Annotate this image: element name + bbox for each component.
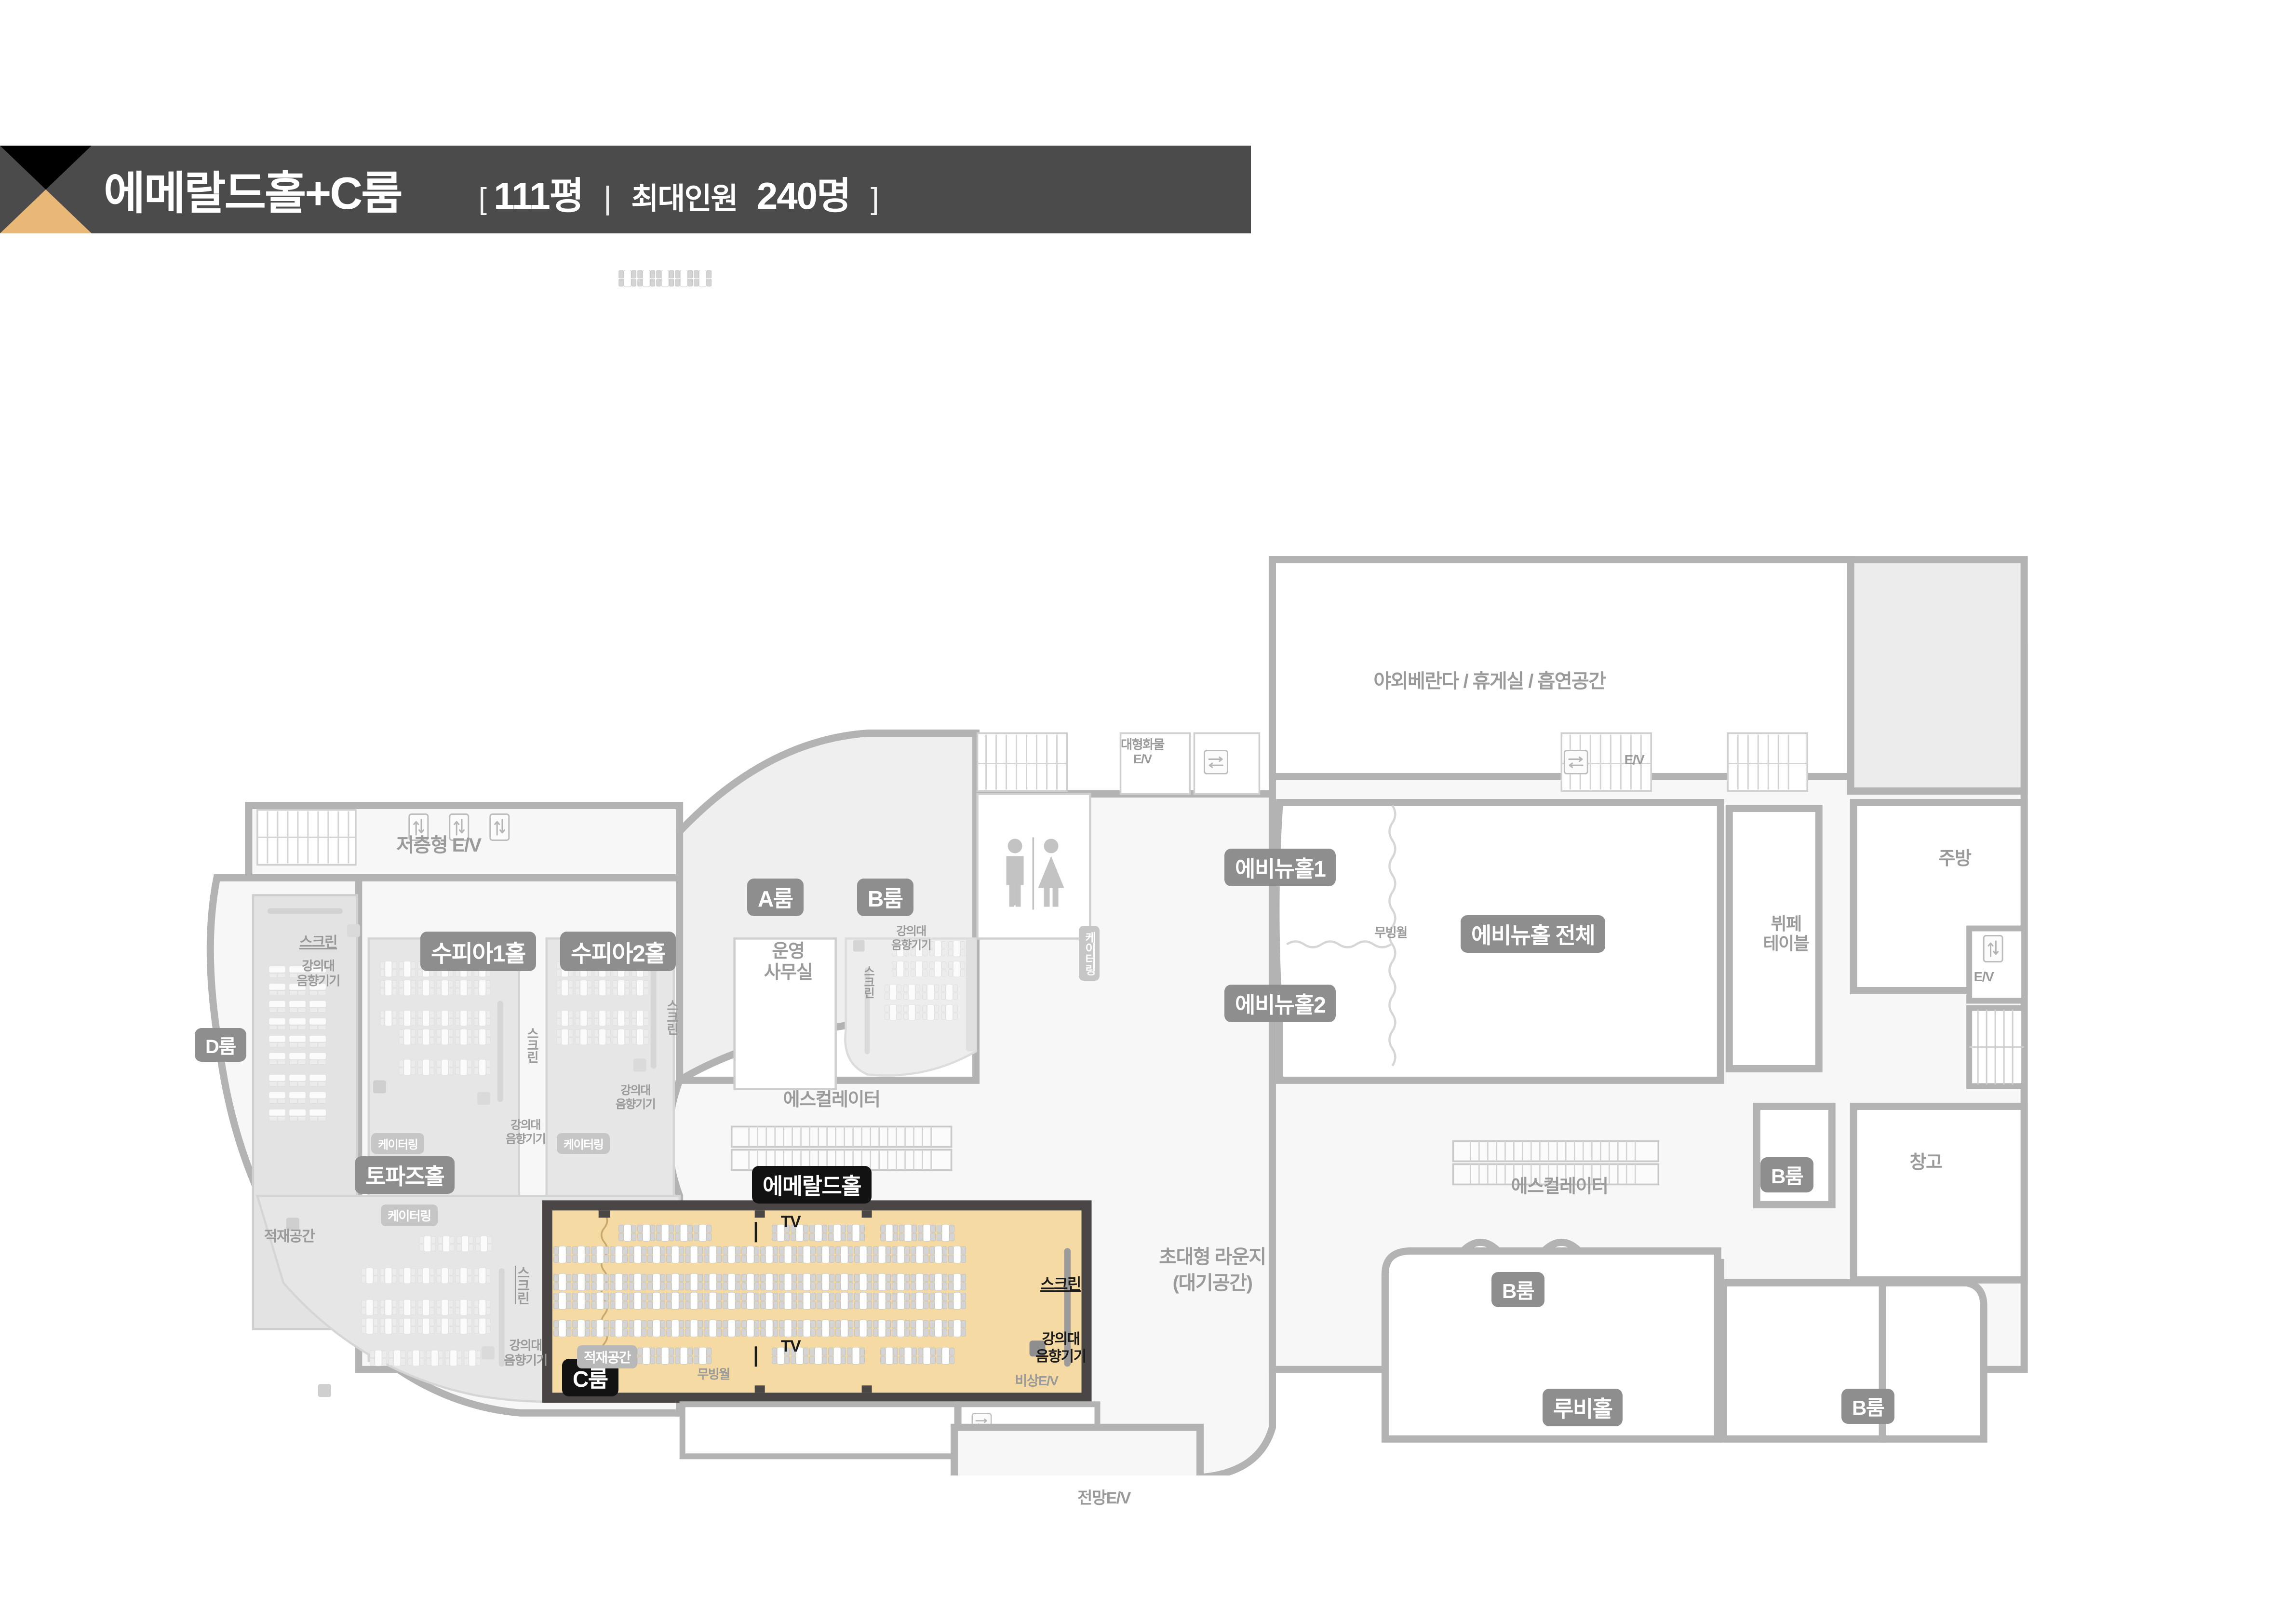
sidebar-item-sophia1[interactable]: 수피아1홀 <box>420 932 536 971</box>
sidebar-item-avenue1[interactable]: 에비뉴홀1 <box>1224 849 1336 886</box>
sidebar-item-avenue-all[interactable]: 에비뉴홀 전체 <box>1461 915 1606 953</box>
sidebar-item-d-room[interactable]: D룸 <box>195 1028 246 1062</box>
sidebar-item-sophia2[interactable]: 수피아2홀 <box>560 932 676 971</box>
capacity-label: 최대인원 <box>631 182 738 216</box>
label-office: 운영 사무실 <box>764 941 813 983</box>
label-escalator-left: 에스컬레이터 <box>783 1090 881 1110</box>
area-value: 111평 <box>494 175 584 217</box>
label-load-topaz: 적재공간 <box>264 1229 315 1245</box>
hourglass-logo-icon <box>0 146 92 233</box>
sidebar-item-b-room-low[interactable]: B룸 <box>1491 1272 1544 1307</box>
label-load-space-emerald: 적재공간 <box>577 1345 638 1368</box>
label-catering-sophia1: 케이터링 <box>371 1133 425 1154</box>
label-escalator-right: 에스컬레이터 <box>1511 1177 1609 1197</box>
label-catering-sophia2: 케이터링 <box>557 1133 610 1154</box>
sidebar-item-emerald[interactable]: 에메랄드홀 <box>752 1166 872 1204</box>
sidebar-item-a-room[interactable]: A룸 <box>747 879 804 916</box>
bracket-open: [ <box>478 182 487 216</box>
restroom-icon <box>1006 837 1064 910</box>
label-buffet: 뷔페 테이블 <box>1763 914 1810 954</box>
label-veranda: 야외베란다 / 휴게실 / 흡연공간 <box>1373 671 1606 692</box>
sidebar-item-avenue2[interactable]: 에비뉴홀2 <box>1224 985 1336 1022</box>
escalator-right <box>1452 1140 1660 1186</box>
meta-separator: | <box>603 180 612 216</box>
moving-wall-room <box>679 1401 960 1460</box>
label-screen-sophia2: 스크린 <box>665 999 679 1035</box>
label-kitchen: 주방 <box>1938 849 1972 869</box>
label-ev-right-top: E/V <box>1624 752 1645 767</box>
floor-plan: D룸 수피아1홀 수피아2홀 토파즈홀 에메랄드홀 C룸 A룸 B룸 에비뉴홀1… <box>0 270 2296 1507</box>
north-center-structure <box>733 732 1261 1090</box>
view-elevator-lobby <box>951 1423 1204 1475</box>
label-screen-emerald: 스크린 <box>1040 1275 1081 1293</box>
label-screen-topaz: 스크린 <box>515 1266 530 1304</box>
sidebar-item-ruby[interactable]: 루비홀 <box>1543 1389 1623 1426</box>
label-ev-far-right: E/V <box>1974 969 1994 984</box>
east-wing-structure <box>1272 732 2028 1443</box>
label-catering-topaz: 케이터링 <box>381 1204 438 1226</box>
label-emergency-ev: 비상E/V <box>1015 1373 1059 1388</box>
label-screen-sophia1: 스크린 <box>525 1027 539 1063</box>
label-moving-wall-avenue: 무빙월 <box>1374 925 1408 940</box>
header-bar: 에메랄드홀+C룸 [ 111평 | 최대인원 240명 ] <box>0 146 1251 233</box>
sidebar-item-b-room-right[interactable]: B룸 <box>1841 1389 1894 1424</box>
emerald-hall-highlight[interactable] <box>542 270 1092 1403</box>
label-moving-wall-emerald: 무빙월 <box>697 1367 730 1381</box>
label-view-ev: 전망E/V <box>1077 1489 1131 1507</box>
page-title: 에메랄드홀+C룸 <box>104 168 403 218</box>
label-lounge: 초대형 라운지 (대기공간) <box>1159 1246 1266 1294</box>
label-podium-sophia1: 강의대 음향기기 <box>505 1119 546 1146</box>
label-low-floor-ev: 저층형 E/V <box>396 835 482 856</box>
capacity-meta: [ 111평 | 최대인원 240명 ] <box>478 166 879 220</box>
capacity-value: 240명 <box>756 175 851 217</box>
label-podium-emerald: 강의대 음향기기 <box>1035 1331 1087 1365</box>
label-podium-topaz: 강의대 음향기기 <box>504 1338 548 1368</box>
sidebar-item-topaz[interactable]: 토파즈홀 <box>355 1156 455 1194</box>
label-catering-b-room: 케이터링 <box>1079 926 1100 981</box>
label-freight-ev: 대형화물 E/V <box>1121 737 1165 766</box>
label-tv-top: TV <box>780 1213 801 1231</box>
sidebar-item-b-room-top[interactable]: B룸 <box>857 879 913 916</box>
label-storage: 창고 <box>1909 1152 1943 1173</box>
bracket-close: ] <box>871 182 879 216</box>
escalator-left <box>730 1125 953 1171</box>
label-screen-b-room: 스크린 <box>861 965 874 998</box>
label-podium-b-room: 강의대 음향기기 <box>891 925 932 952</box>
sidebar-item-b-room-mid[interactable]: B룸 <box>1760 1157 1813 1192</box>
label-screen-d-room: 스크린 <box>299 934 338 950</box>
label-tv-bottom: TV <box>780 1337 801 1355</box>
label-podium-sophia2: 강의대 음향기기 <box>615 1084 656 1111</box>
label-podium-d-room: 강의대 음향기기 <box>296 959 340 988</box>
